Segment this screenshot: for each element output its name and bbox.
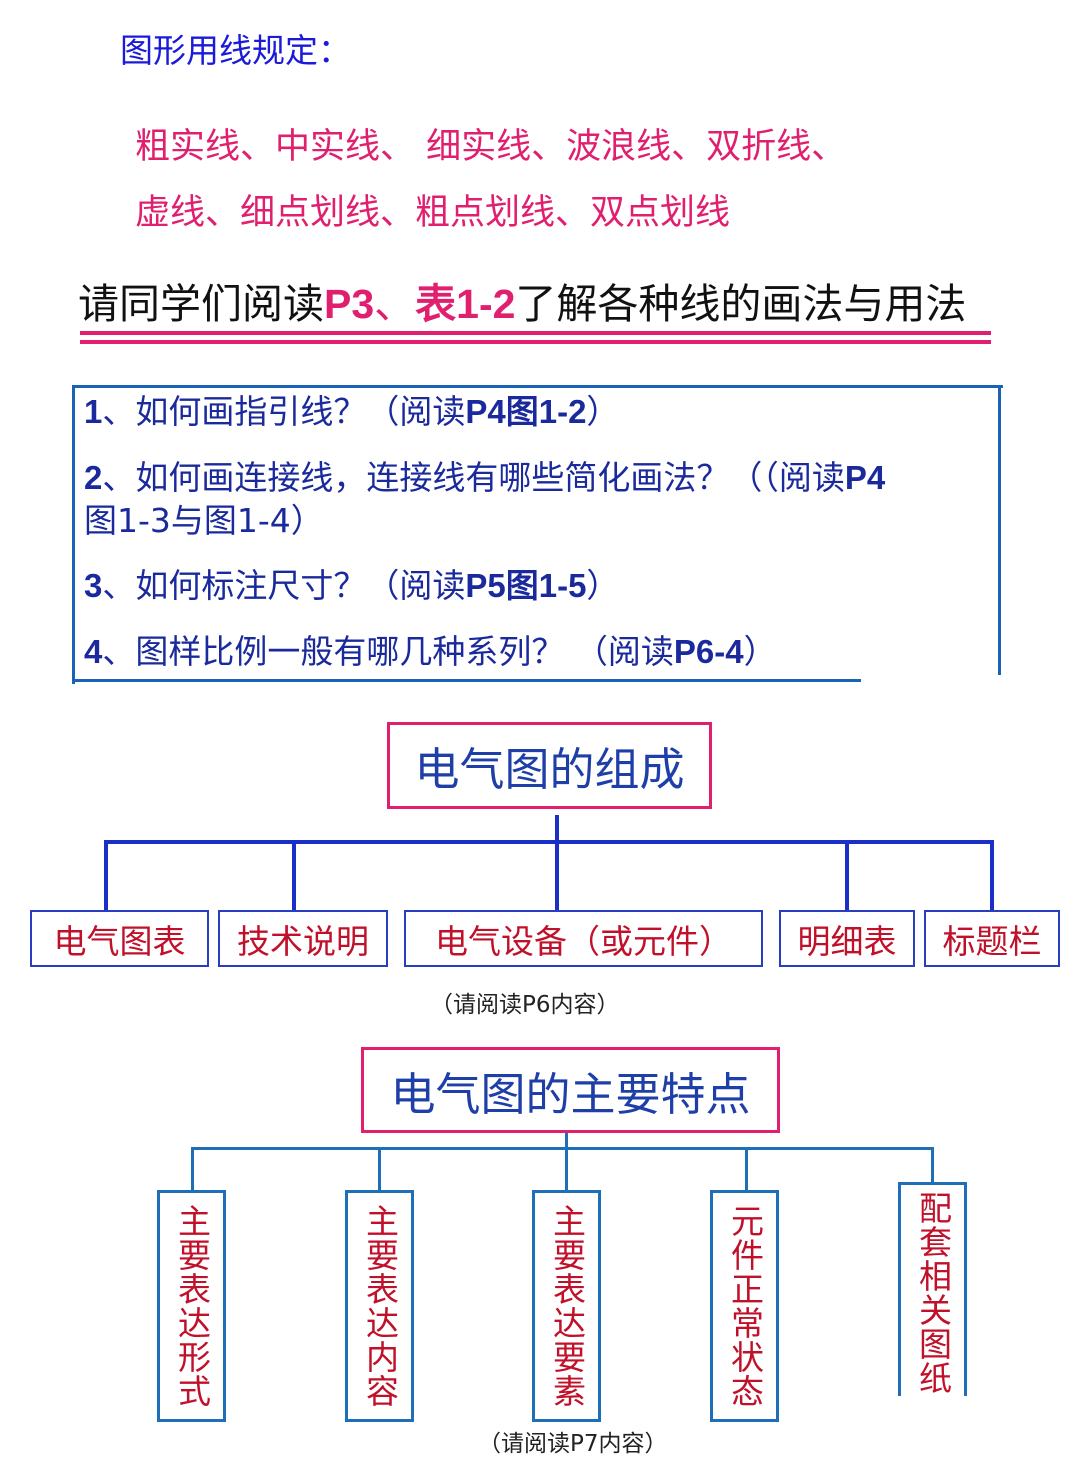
composition-item: 电气设备（或元件） — [404, 910, 763, 967]
prompt-suffix: 了解各种线的画法与用法 — [515, 280, 967, 328]
line-types-row-1: 粗实线、中实线、 细实线、波浪线、双折线、 — [135, 127, 847, 167]
questions-box — [72, 385, 1003, 684]
line-types-row-2: 虚线、细点划线、粗点划线、双点划线 — [135, 193, 731, 233]
features-title: 电气图的主要特点 — [361, 1047, 780, 1133]
tree-connector — [990, 840, 994, 910]
question-2-cont: 图1-3与图1-4） — [84, 501, 324, 540]
tree-connector — [191, 1147, 934, 1150]
composition-title: 电气图的组成 — [387, 722, 712, 809]
question-3: 3、如何标注尺寸？（阅读P5图1-5） — [84, 566, 620, 605]
tree-connector — [745, 1147, 748, 1190]
prompt-table: 表1-2 — [415, 281, 516, 327]
question-2: 2、如何画连接线，连接线有哪些简化画法？（（阅读P4 — [84, 458, 886, 497]
composition-item: 明细表 — [779, 910, 915, 967]
tree-connector — [104, 840, 994, 844]
tree-connector — [845, 840, 849, 910]
tree-connector — [191, 1147, 194, 1190]
questions-box-border — [72, 679, 861, 682]
features-caption: （请阅读P7内容） — [478, 1431, 668, 1457]
tree-connector — [378, 1147, 381, 1190]
composition-caption: （请阅读P6内容） — [430, 992, 620, 1018]
feature-item: 元件正常状态 — [710, 1190, 779, 1422]
tree-connector — [104, 840, 108, 910]
question-4: 4、图样比例一般有哪几种系列？ （阅读P6-4） — [84, 632, 777, 671]
prompt-sep: 、 — [374, 281, 416, 327]
divider-line — [80, 340, 991, 344]
feature-item: 主要表达要素 — [532, 1190, 601, 1422]
section-title: 图形用线规定： — [120, 31, 351, 70]
prompt-prefix: 请同学们阅读 — [78, 280, 324, 328]
reading-prompt: 请同学们阅读P3、表1-2了解各种线的画法与用法 — [78, 270, 966, 330]
tree-connector — [555, 815, 559, 910]
prompt-page: P3 — [324, 281, 375, 327]
tree-connector — [292, 840, 296, 910]
composition-item: 电气图表 — [30, 910, 209, 967]
composition-item: 标题栏 — [924, 910, 1060, 967]
feature-item: 主要表达形式 — [157, 1190, 226, 1422]
questions-box-border — [998, 385, 1001, 675]
tree-connector — [565, 1133, 568, 1190]
feature-item: 主要表达内容 — [345, 1190, 414, 1422]
feature-item: 配套相关图纸 — [898, 1182, 967, 1396]
question-1: 1、如何画指引线？（阅读P4图1-2） — [84, 392, 620, 431]
divider-line — [80, 331, 991, 335]
composition-item: 技术说明 — [218, 910, 388, 967]
tree-connector — [931, 1147, 934, 1182]
